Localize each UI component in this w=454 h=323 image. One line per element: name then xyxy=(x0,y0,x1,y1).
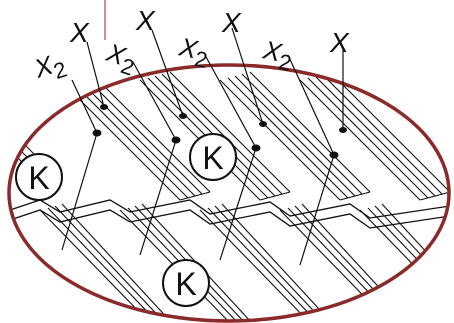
callout-x-1: X xyxy=(69,17,90,48)
leader-lines xyxy=(61,27,344,266)
detail-view xyxy=(7,63,451,323)
k-label-bottom: K xyxy=(175,266,196,302)
k-marker-center: K xyxy=(189,133,237,181)
k-marker-left: K xyxy=(15,153,63,201)
k-label-center: K xyxy=(202,140,223,176)
callout-x2-2: X2 xyxy=(100,37,140,81)
callout-x-2: X xyxy=(135,5,156,36)
k-label-left: K xyxy=(28,160,49,196)
callout-x2-1: X2 xyxy=(30,46,70,90)
k-marker-bottom: K xyxy=(162,259,210,307)
sheet-overlap-edge xyxy=(9,199,449,229)
k-markers: K K K xyxy=(15,133,237,307)
callout-x-4: X xyxy=(329,27,350,58)
detail-ellipse-border xyxy=(7,63,451,323)
callout-x-3: X xyxy=(221,7,242,38)
